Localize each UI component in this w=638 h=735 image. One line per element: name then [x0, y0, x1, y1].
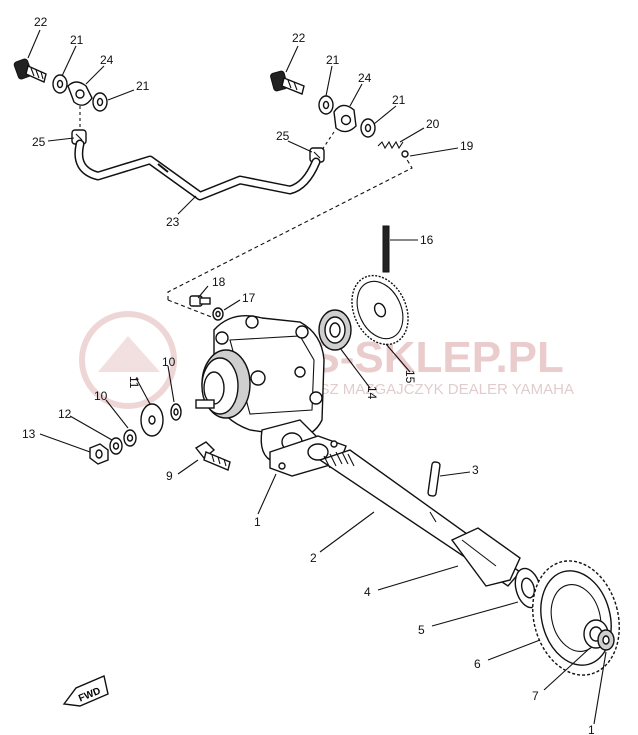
washer-right-2	[360, 118, 376, 138]
plate-washer-11	[140, 403, 164, 437]
washer-10-left	[123, 429, 137, 447]
callout-21-left-a: 21	[70, 33, 84, 47]
forward-direction-arrow: FWD	[62, 675, 109, 707]
circlip-8	[597, 629, 615, 651]
callout-22-left: 22	[34, 15, 48, 29]
ball-19	[401, 150, 409, 158]
nut-13	[89, 443, 109, 465]
callout-6: 6	[474, 657, 481, 671]
washer-10-right	[170, 403, 182, 421]
callout-25-right: 25	[276, 129, 290, 143]
callout-18: 18	[212, 275, 226, 289]
callout-12: 12	[58, 407, 72, 421]
callout-15: 15	[403, 370, 417, 384]
washer-left-1	[52, 74, 68, 94]
callout-labels: 22 21 24 21 25 22 21 24 21 20 19 25 23 1…	[22, 15, 595, 735]
callout-4: 4	[364, 585, 371, 599]
callout-3: 3	[472, 463, 479, 477]
banjo-bolt-left	[13, 58, 47, 83]
banjo-group-right	[270, 70, 409, 163]
callout-13: 13	[22, 427, 36, 441]
leader-lines	[27, 29, 607, 725]
pin-16	[382, 225, 390, 273]
callout-24-right: 24	[358, 71, 372, 85]
oil-seal-14	[318, 309, 352, 351]
callout-16: 16	[420, 233, 434, 247]
washer-left-2	[92, 92, 108, 112]
screw-18	[189, 295, 211, 307]
callout-2: 2	[310, 551, 317, 565]
callout-14: 14	[365, 386, 379, 400]
callout-1: 1	[254, 515, 261, 529]
callout-1-bottom: 1	[588, 723, 595, 735]
callout-21-right-a: 21	[326, 53, 340, 67]
callout-5: 5	[418, 623, 425, 637]
callout-11: 11	[127, 376, 141, 389]
banjo-union-right	[333, 104, 357, 133]
callout-20: 20	[426, 117, 440, 131]
pump-drive-shaft	[318, 449, 522, 587]
oil-delivery-pipe	[74, 139, 321, 201]
callout-7: 7	[532, 689, 539, 703]
pump-drive-gear-6	[532, 560, 620, 676]
banjo-group-left	[13, 58, 108, 145]
callout-22-right: 22	[292, 31, 306, 45]
callout-24-left: 24	[100, 53, 114, 67]
washer-right-1	[318, 95, 334, 115]
gasket-1	[269, 435, 347, 477]
pin-3	[427, 461, 441, 497]
callout-9: 9	[166, 469, 173, 483]
driven-gear-15	[351, 274, 409, 346]
callout-21-right-b: 21	[392, 93, 406, 107]
banjo-union-left	[67, 81, 93, 106]
callout-25-left: 25	[32, 135, 46, 149]
callout-10-lower: 10	[94, 389, 108, 403]
washer-17	[212, 307, 224, 321]
spring-20	[377, 140, 404, 150]
oil-pump-body	[195, 315, 325, 463]
callout-23: 23	[166, 215, 180, 229]
callout-19: 19	[460, 139, 474, 153]
callout-17: 17	[242, 291, 256, 305]
bolt-9	[194, 441, 231, 471]
washer-12	[109, 437, 123, 455]
callout-21-left-b: 21	[136, 79, 150, 93]
banjo-bolt-right	[270, 70, 305, 95]
assembly-dashed-line	[167, 157, 413, 300]
callout-10-upper: 10	[162, 355, 176, 369]
